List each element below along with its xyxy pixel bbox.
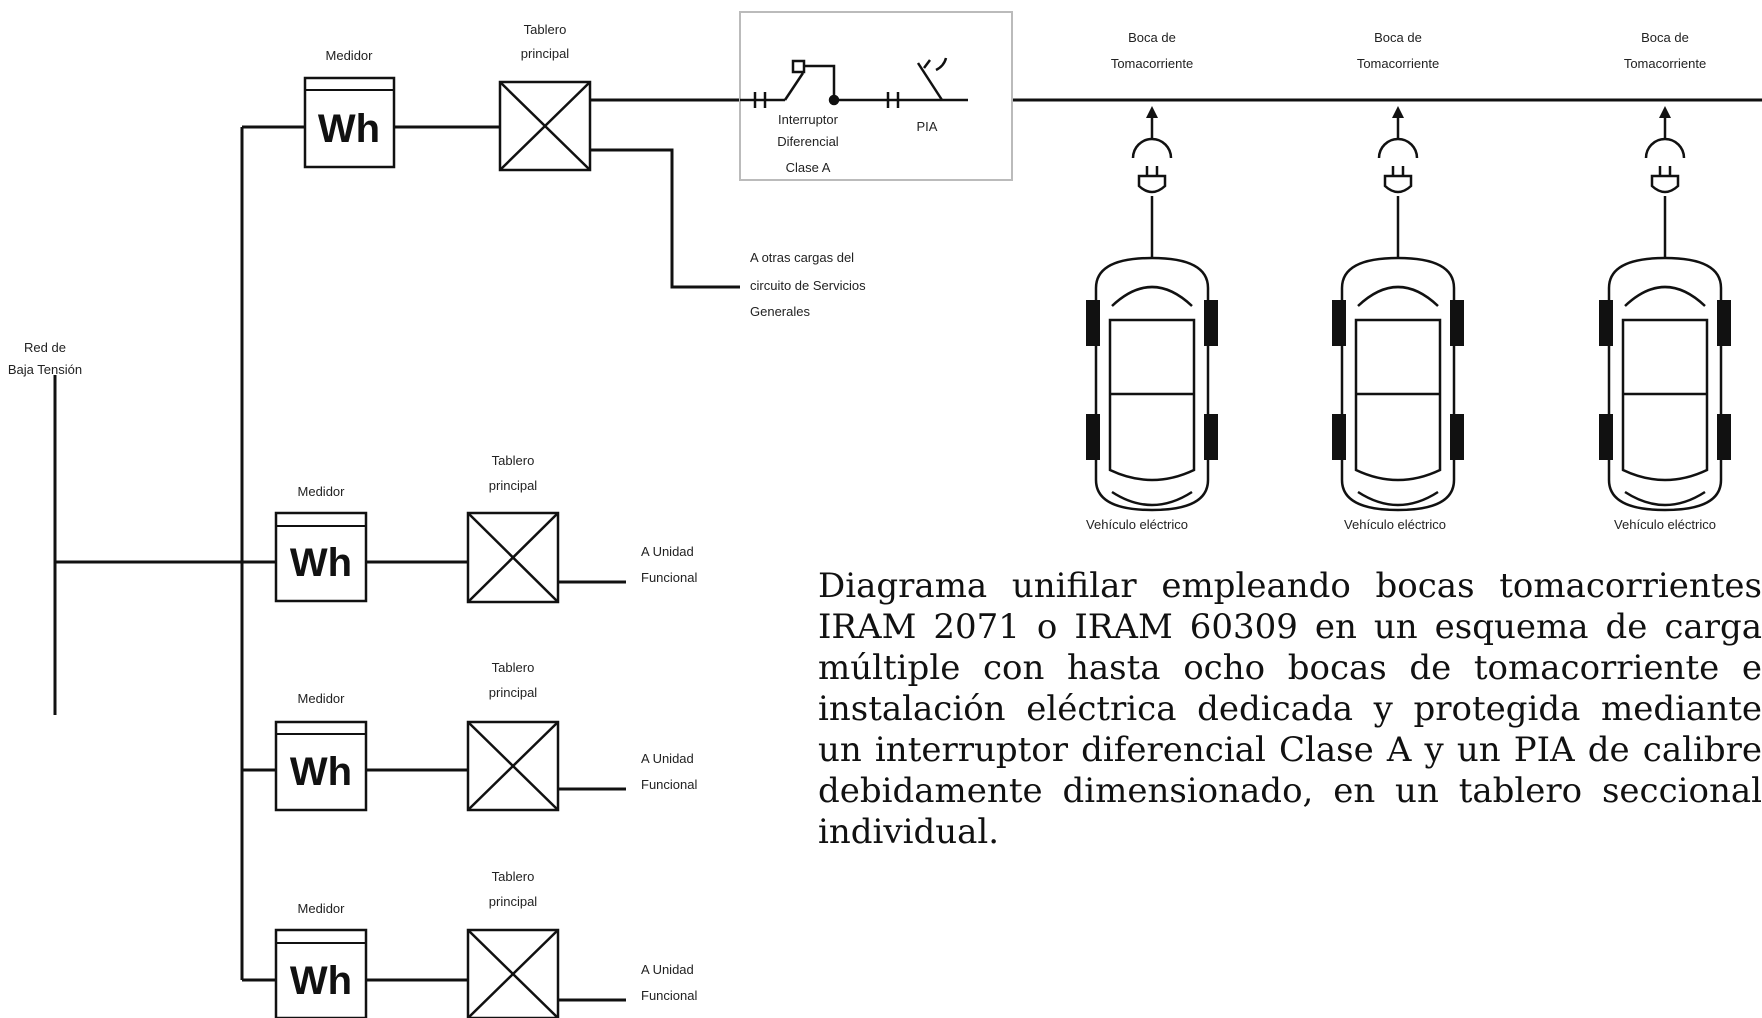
socket-symbol	[1131, 106, 1173, 159]
panel-label-l1: Tablero	[524, 22, 567, 37]
wheel	[1204, 414, 1218, 460]
meter-unit-1: Wh	[274, 511, 368, 603]
plug-icon	[1650, 166, 1680, 194]
vehicle-label: Vehículo eléctrico	[1614, 517, 1716, 532]
outlet-vehicle-1: Boca de Tomacorriente Vehículo eléctrico	[1086, 30, 1218, 532]
breaker-subpanel: Interruptor Diferencial Clase A PIA	[739, 11, 1013, 181]
vehicle-label: Vehículo eléctrico	[1086, 517, 1188, 532]
meter-unit-3: Wh	[274, 928, 368, 1018]
panel-label-l2: principal	[489, 894, 538, 909]
vehicle-label: Vehículo eléctrico	[1344, 517, 1446, 532]
figure-caption: Diagrama unifilar empleando bocas tomaco…	[818, 566, 1762, 852]
main-panel-unit-1	[466, 511, 560, 604]
vehicle-top-view	[1086, 256, 1218, 512]
main-panel-top	[498, 80, 592, 172]
outlet-label-l1: Boca de	[1641, 30, 1689, 45]
wheel	[1717, 300, 1731, 346]
main-panel-unit-2	[466, 720, 560, 812]
meter-label: Medidor	[298, 901, 346, 916]
wheel	[1332, 300, 1346, 346]
wheel	[1450, 300, 1464, 346]
wheel	[1086, 300, 1100, 346]
unit-dest-l2: Funcional	[641, 570, 697, 585]
unit-dest-l1: A Unidad	[641, 544, 694, 559]
meter-top: Wh	[303, 76, 396, 169]
plug-icon	[1137, 166, 1167, 194]
general-services-l3: Generales	[750, 304, 810, 319]
meter-label: Medidor	[298, 484, 346, 499]
meter-symbol: Wh	[290, 541, 352, 585]
unit-dest-l1: A Unidad	[641, 962, 694, 977]
diff-breaker-label-l2: Diferencial	[777, 134, 839, 149]
vehicle-top-view	[1332, 256, 1464, 512]
vehicle-top-view	[1599, 256, 1731, 512]
wheel	[1717, 414, 1731, 460]
wheel	[1086, 414, 1100, 460]
meter-label: Medidor	[326, 48, 374, 63]
unit-dest-l2: Funcional	[641, 988, 697, 1003]
main-panel-unit-3	[466, 928, 560, 1018]
panel-label-l2: principal	[489, 685, 538, 700]
panel-label-l2: principal	[489, 478, 538, 493]
outlet-vehicle-2: Boca de Tomacorriente Vehículo eléctrico	[1332, 30, 1464, 532]
meter-label: Medidor	[298, 691, 346, 706]
outlet-label-l2: Tomacorriente	[1357, 56, 1439, 71]
general-services-l2: circuito de Servicios	[750, 278, 866, 293]
general-services-l1: A otras cargas del	[750, 250, 854, 265]
wheel	[1599, 300, 1613, 346]
plug-icon	[1383, 166, 1413, 194]
panel-label-l2: principal	[521, 46, 570, 61]
diff-breaker-label-l3: Clase A	[786, 160, 831, 175]
panel-label-l1: Tablero	[492, 869, 535, 884]
outlet-label-l1: Boca de	[1128, 30, 1176, 45]
unit-dest-l2: Funcional	[641, 777, 697, 792]
panel-label-l1: Tablero	[492, 660, 535, 675]
diff-breaker-label-l1: Interruptor	[778, 112, 839, 127]
outlet-label-l2: Tomacorriente	[1111, 56, 1193, 71]
socket-symbol	[1644, 106, 1686, 159]
outlet-vehicle-3: Boca de Tomacorriente Vehículo eléctrico	[1599, 30, 1731, 532]
network-label-l2: Baja Tensión	[8, 362, 82, 377]
panel-label-l1: Tablero	[492, 453, 535, 468]
outlet-label-l1: Boca de	[1374, 30, 1422, 45]
wheel	[1599, 414, 1613, 460]
meter-symbol: Wh	[318, 107, 380, 151]
meter-symbol: Wh	[290, 959, 352, 1003]
unit-dest-l1: A Unidad	[641, 751, 694, 766]
network-label-l1: Red de	[24, 340, 66, 355]
meter-symbol: Wh	[290, 750, 352, 794]
wheel	[1332, 414, 1346, 460]
meter-unit-2: Wh	[274, 720, 368, 812]
wheel	[1204, 300, 1218, 346]
wheel	[1450, 414, 1464, 460]
pia-label: PIA	[917, 119, 938, 134]
socket-symbol	[1377, 106, 1419, 159]
outlet-label-l2: Tomacorriente	[1624, 56, 1706, 71]
